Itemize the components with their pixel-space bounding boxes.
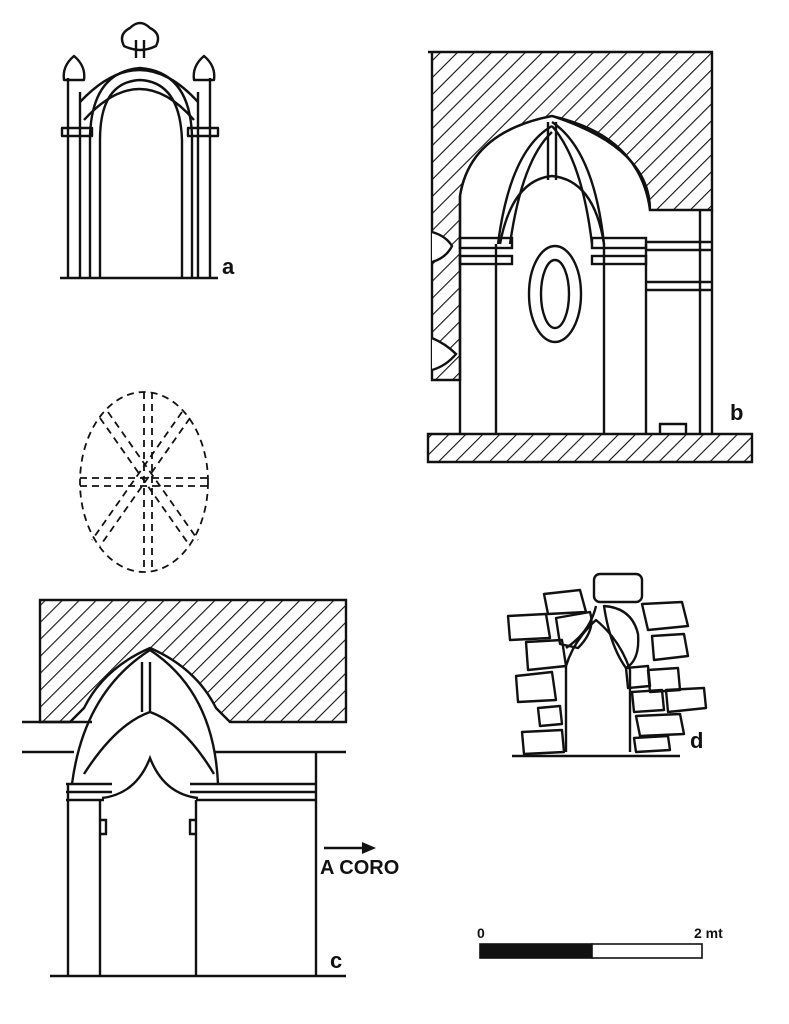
figure-c-vault-section: [22, 598, 348, 978]
scale-bar: 0 2 mt: [477, 925, 723, 959]
label-a: a: [222, 254, 235, 279]
annotation-to-choir: A CORO: [320, 857, 399, 879]
scale-bar-end-label: 2 mt: [694, 925, 723, 941]
oval-window-plan-dashed: [79, 391, 209, 573]
figure-d-stone-window: [506, 572, 708, 758]
scale-bar-white-segment: [591, 943, 703, 959]
label-b: b: [730, 400, 743, 425]
scale-bar-start-label: 0: [477, 925, 485, 941]
figure-b-section: [426, 50, 754, 464]
label-d: d: [690, 728, 703, 753]
figure-a-niche-elevation: [60, 21, 220, 280]
scale-bar-black-segment: [479, 943, 593, 959]
arrow-to-choir: [324, 842, 376, 854]
label-c: c: [330, 948, 342, 973]
